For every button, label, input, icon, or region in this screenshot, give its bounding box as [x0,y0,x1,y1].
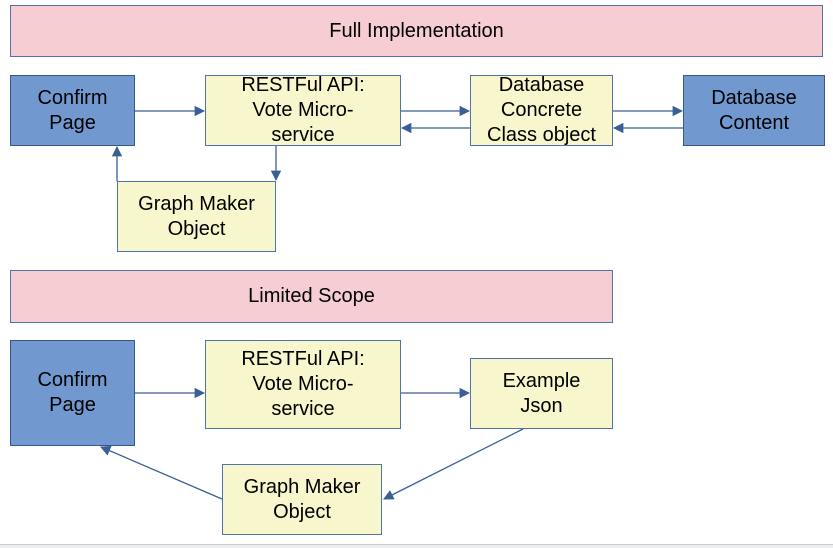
limited-api-label: RESTFul API: Vote Micro- service [241,348,365,420]
limited-scope-title: Limited Scope [248,285,375,307]
limited-graph-maker-box: Graph Maker Object [222,464,382,535]
window-bottom-edge [0,544,833,548]
full-graph-maker-label: Graph Maker Object [138,192,255,240]
full-implementation-banner: Full Implementation [10,5,823,57]
limited-graph-maker-label: Graph Maker Object [243,475,361,523]
limited-confirm-page-label: Confirm Page [37,369,108,416]
full-db-object-label: Database Concrete Class object [487,74,596,146]
limited-example-json-box: Example Json [470,358,613,429]
limited-api-box: RESTFul API: Vote Micro- service [205,340,401,429]
full-api-label: RESTFul API: Vote Micro- service [241,74,365,146]
arrow-limited-example-to-graphmaker [383,428,524,500]
limited-scope-banner: Limited Scope [10,270,613,323]
full-db-content-label: Database Content [711,86,797,134]
limited-confirm-page-box: Confirm Page [10,340,135,446]
full-confirm-page-box: Confirm Page [10,75,135,146]
full-api-box: RESTFul API: Vote Micro- service [205,74,401,146]
full-db-content-box: Database Content [683,75,825,146]
full-implementation-title: Full Implementation [329,19,504,42]
limited-example-json-label: Example Json [502,369,581,417]
arrow-limited-graphmaker-to-confirm [100,445,223,500]
full-graph-maker-box: Graph Maker Object [117,181,276,252]
full-db-object-box: Database Concrete Class object [470,74,613,146]
full-confirm-page-label: Confirm Page [37,86,108,134]
